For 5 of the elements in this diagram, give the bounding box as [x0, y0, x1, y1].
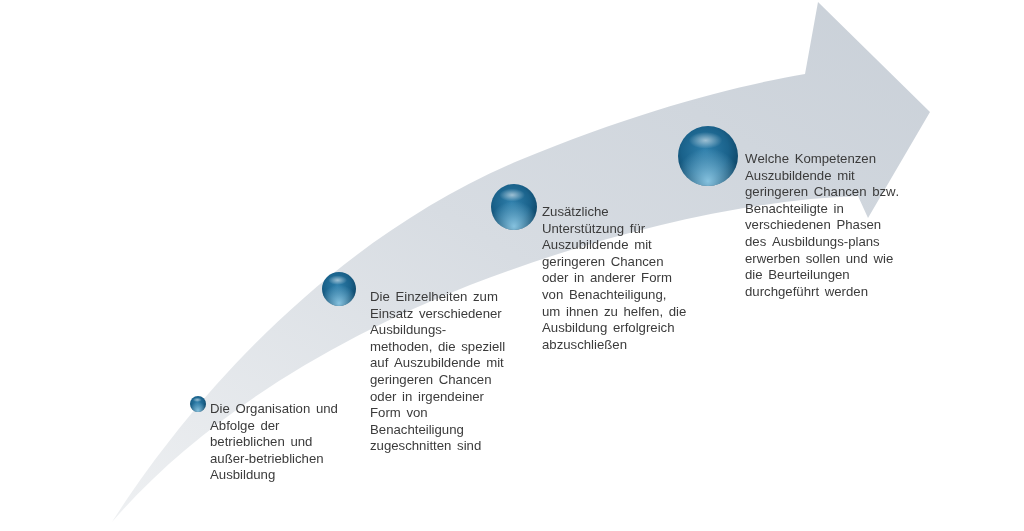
step-description: Welche Kompetenzen Auszubildende mit geringeren Chancen bzw. Benachteiligte in verschiedenen Phasen des Ausbildungs-plans erwerben sollen und wie die Beurteilungen durchgeführt werden [745, 151, 901, 301]
sphere-icon [190, 396, 206, 412]
step-description: Die Organisation und Abfolge der betrieblichen und außer-betrieblichen Ausbildung [210, 401, 339, 484]
step-description: Die Einzelheiten zum Einsatz verschiedener Ausbildungs- methoden, die speziell auf Auszubildende mit geringeren Chancen oder in irgendeiner Form von Benachteiligung zugeschnitten sind [370, 289, 507, 455]
step-description: Zusätzliche Unterstützung für Auszubildende mit geringeren Chancen oder in anderer Form von Benachteiligung, um ihnen zu helfen, die Ausbildung erfolgreich abzuschließen [542, 204, 688, 354]
